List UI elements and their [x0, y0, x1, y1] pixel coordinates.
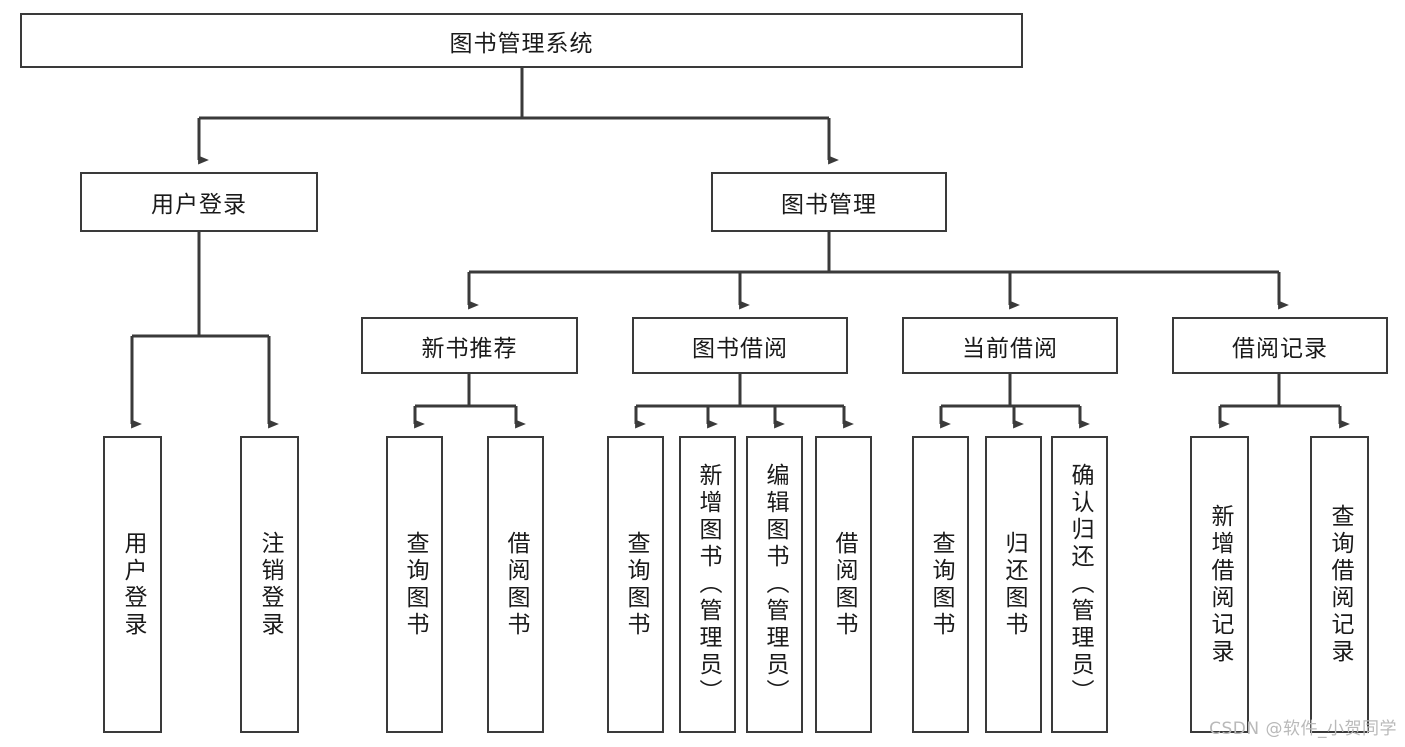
node-leaf-borrow-book-rec[interactable]: 借阅图书 — [487, 436, 544, 733]
node-leaf-query-record[interactable]: 查询借阅记录 — [1310, 436, 1369, 733]
node-current-borrow[interactable]: 当前借阅 — [902, 317, 1118, 374]
node-leaf-query-book-rec[interactable]: 查询图书 — [386, 436, 443, 733]
node-root-label: 图书管理系统 — [449, 30, 594, 57]
watermark: CSDN @软件_小贺同学 — [1209, 719, 1397, 739]
node-book-manage-label: 图书管理 — [781, 192, 877, 218]
node-new-book-recommend[interactable]: 新书推荐 — [361, 317, 578, 374]
node-leaf-query-book-label: 查询图书 — [623, 530, 649, 639]
node-leaf-query-book-cur[interactable]: 查询图书 — [912, 436, 969, 733]
node-book-borrow[interactable]: 图书借阅 — [632, 317, 848, 374]
node-leaf-logout[interactable]: 注销登录 — [240, 436, 299, 733]
node-leaf-return-book-label: 归还图书 — [1001, 530, 1027, 639]
node-leaf-return-book[interactable]: 归还图书 — [985, 436, 1042, 733]
node-leaf-add-book-label: 新增图书（管理员） — [695, 463, 721, 706]
node-leaf-borrow-book-rec-label: 借阅图书 — [503, 530, 529, 639]
node-leaf-borrow-book-label: 借阅图书 — [831, 530, 857, 639]
node-leaf-query-record-label: 查询借阅记录 — [1327, 503, 1353, 666]
node-leaf-query-book-cur-label: 查询图书 — [928, 530, 954, 639]
node-user-login-label: 用户登录 — [151, 192, 247, 218]
node-leaf-borrow-book[interactable]: 借阅图书 — [815, 436, 872, 733]
node-leaf-edit-book-label: 编辑图书（管理员） — [762, 463, 788, 706]
node-leaf-query-book-rec-label: 查询图书 — [402, 530, 428, 639]
node-leaf-add-book[interactable]: 新增图书（管理员） — [679, 436, 736, 733]
node-borrow-record-label: 借阅记录 — [1232, 335, 1328, 362]
node-book-manage[interactable]: 图书管理 — [711, 172, 947, 232]
node-book-borrow-label: 图书借阅 — [692, 335, 788, 362]
node-leaf-edit-book[interactable]: 编辑图书（管理员） — [746, 436, 803, 733]
node-leaf-confirm-return-label: 确认归还（管理员） — [1067, 463, 1093, 706]
node-leaf-query-book[interactable]: 查询图书 — [607, 436, 664, 733]
node-borrow-record[interactable]: 借阅记录 — [1172, 317, 1388, 374]
node-user-login[interactable]: 用户登录 — [80, 172, 318, 232]
node-new-book-recommend-label: 新书推荐 — [421, 335, 518, 362]
node-current-borrow-label: 当前借阅 — [962, 335, 1058, 362]
node-root[interactable]: 图书管理系统 — [20, 13, 1023, 68]
node-leaf-add-record[interactable]: 新增借阅记录 — [1190, 436, 1249, 733]
node-leaf-confirm-return[interactable]: 确认归还（管理员） — [1051, 436, 1108, 733]
node-leaf-user-login[interactable]: 用户登录 — [103, 436, 162, 733]
node-leaf-add-record-label: 新增借阅记录 — [1207, 503, 1233, 666]
node-leaf-user-login-label: 用户登录 — [120, 530, 146, 639]
node-leaf-logout-label: 注销登录 — [257, 530, 283, 639]
